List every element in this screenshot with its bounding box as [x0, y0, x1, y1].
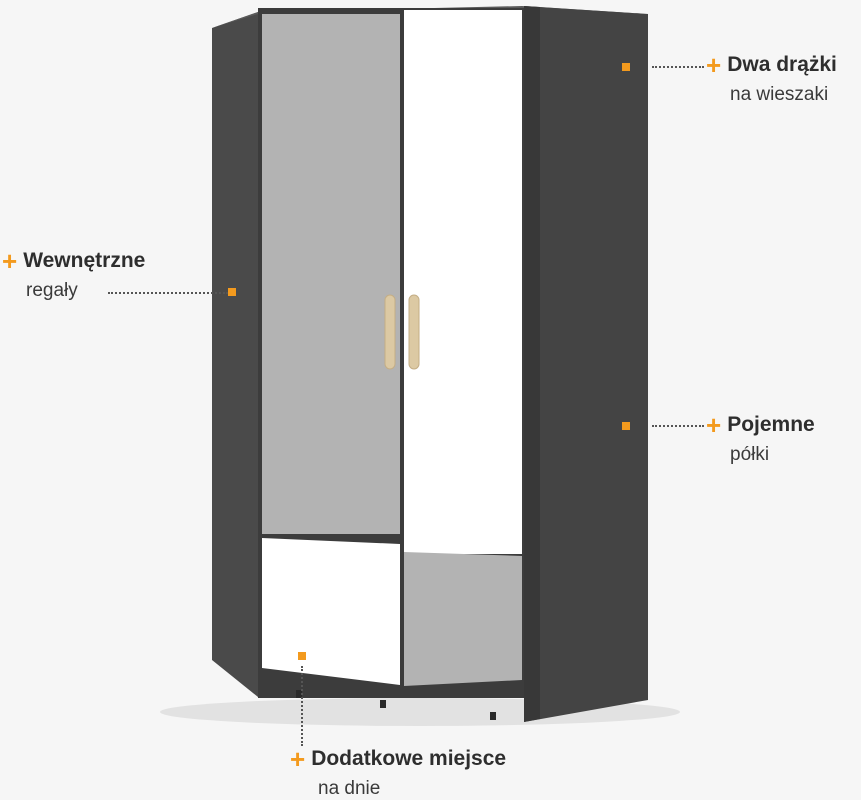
- callout-marker: [228, 288, 236, 296]
- leader-line: [108, 292, 228, 294]
- callout-marker: [298, 652, 306, 660]
- callout-subtitle: regały: [26, 280, 78, 301]
- leader-line: [652, 425, 704, 427]
- leader-line: [301, 666, 303, 746]
- callout-hanging-rails: +Dwa drążki na wieszaki: [706, 52, 837, 106]
- callout-subtitle: na wieszaki: [730, 84, 829, 105]
- callout-subtitle: półki: [730, 444, 770, 465]
- callout-title: Pojemne: [727, 413, 815, 436]
- leader-line: [652, 66, 704, 68]
- wardrobe-right-side: [524, 6, 648, 722]
- callout-subtitle: na dnie: [318, 778, 381, 799]
- left-door-handle: [384, 294, 396, 370]
- left-door-gray: [262, 14, 400, 534]
- plus-icon: +: [706, 410, 722, 440]
- foot: [490, 712, 496, 720]
- callout-title: Wewnętrzne: [23, 249, 146, 272]
- callout-internal-shelves: +Wewnętrzne regały: [2, 248, 145, 302]
- wardrobe-left-side: [212, 12, 258, 697]
- plus-icon: +: [706, 50, 722, 80]
- plus-icon: +: [2, 246, 18, 276]
- callout-marker: [622, 422, 630, 430]
- callout-title: Dwa drążki: [727, 53, 837, 76]
- foot: [380, 700, 386, 708]
- callout-spacious-shelves: +Pojemne półki: [706, 412, 815, 466]
- right-door-handle: [408, 294, 420, 370]
- foot: [296, 690, 302, 698]
- callout-title: Dodatkowe miejsce: [311, 747, 507, 770]
- wardrobe-right-side-shade: [524, 6, 540, 722]
- callout-extra-space: +Dodatkowe miejsce na dnie: [290, 746, 506, 800]
- right-door-white: [404, 10, 522, 554]
- bottom-right-drawer-gray: [404, 552, 522, 686]
- callout-marker: [622, 63, 630, 71]
- bottom-left-drawer-white: [262, 538, 400, 685]
- plus-icon: +: [290, 744, 306, 774]
